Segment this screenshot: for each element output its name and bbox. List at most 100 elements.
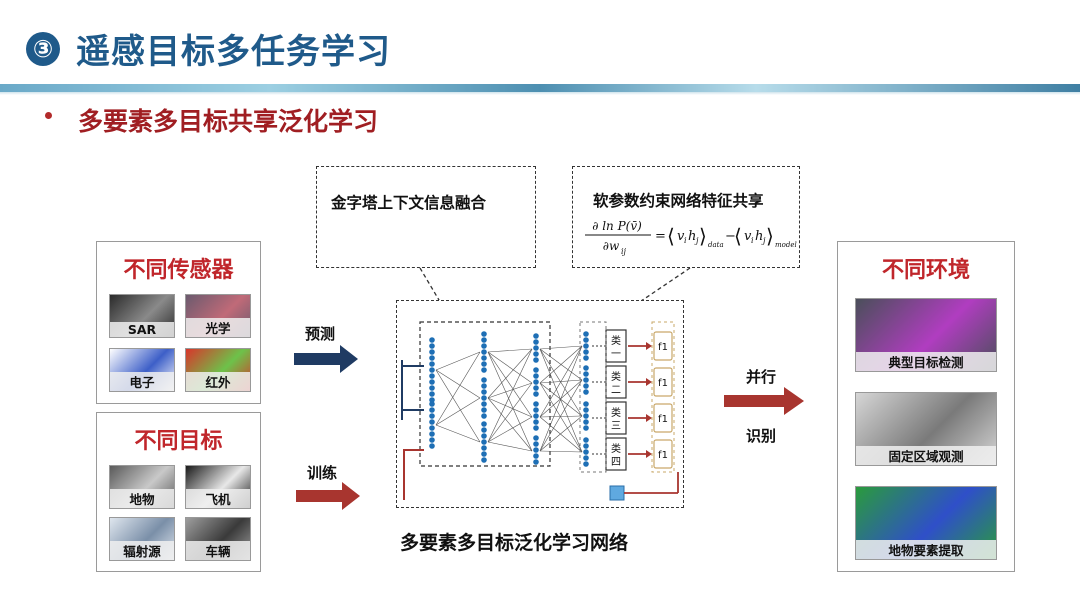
network-edge [539,382,583,417]
network-node [533,447,539,453]
soft-param-annotation-box: 软参数约束网络特征共享 ∂ ln P(v̄) ∂w ij = ⟨ v i h j… [572,166,800,268]
network-node [533,401,539,407]
output-arrowhead [646,378,652,386]
network-node [481,427,487,433]
soft-param-annotation-title: 软参数约束网络特征共享 [593,192,764,210]
network-node [429,407,435,413]
class-label: 类 [611,370,621,383]
input-bracket [401,360,424,420]
thumb-label-observation: 固定区域观测 [856,446,996,465]
network-node [533,391,539,397]
network-node [583,365,589,371]
network-edge [435,424,481,443]
network-node [429,379,435,385]
network-node [481,433,487,439]
network-node [583,355,589,361]
targets-panel-title: 不同目标 [134,429,223,454]
network-node [481,413,487,419]
network-edge [435,369,481,443]
network-edge [487,382,533,443]
svg-text:⟩: ⟩ [699,224,707,248]
network-edge [487,351,533,384]
network-node [583,449,589,455]
output-box [653,331,673,361]
network-node [429,425,435,431]
formula-numerator: ∂ ln P(v̄) [592,219,642,233]
constraint-cube [609,485,625,501]
section-number-badge: ③ [26,32,60,66]
network-edge [539,382,583,453]
network-node [481,383,487,389]
network-node [533,333,539,339]
network-node [533,367,539,373]
svg-text:⟩: ⟩ [766,224,774,248]
network-node [481,331,487,337]
output-box [653,367,673,397]
network-node [583,377,589,383]
network-edge [539,348,583,417]
network-edge [435,351,481,371]
detection-thumbnail: 典型目标检测 [855,298,997,372]
class-label: 类 [611,442,621,455]
formula-h2-sub: j [761,236,766,245]
energy-gradient-formula: ∂ ln P(v̄) ∂w ij = ⟨ v i h j ⟩ data − ⟨ … [585,219,797,256]
thumb-label-emitter: 辐射源 [110,541,174,560]
output-label: f1 [658,414,668,425]
recognize-label: 识别 [746,427,777,445]
network-node [533,441,539,447]
network-node [583,401,589,407]
network-node [583,337,589,343]
thumb-label-terrain: 地物 [110,489,174,508]
network-node [533,379,539,385]
network-edge [487,416,533,443]
network-edge [539,450,583,453]
observation-thumbnail: 固定区域观测 [855,392,997,466]
formula-v2: v [744,229,752,244]
header-band [0,84,1080,92]
thumb-label-electronic: 电子 [110,372,174,391]
network-node [429,443,435,449]
network-node [583,407,589,413]
network-edge [435,397,481,426]
formula-denominator-sub: ij [621,247,627,256]
class-label: 一 [611,349,621,360]
network-node [429,391,435,397]
thumb-label-infrared: 红外 [186,372,250,391]
thumb-label-detection: 典型目标检测 [856,352,996,371]
class-group-frame [579,321,607,473]
network-edge [487,382,533,399]
output-arrowhead [646,342,652,350]
network-node [429,361,435,367]
network-edge [539,379,583,452]
network-node [533,339,539,345]
output-arrowhead [646,450,652,458]
network-edge [539,415,583,452]
network-node [583,383,589,389]
optical-thumbnail: 光学 [185,294,251,338]
formula-minus: − [725,229,736,244]
network-node [533,385,539,391]
network-node [583,455,589,461]
network-node [481,349,487,355]
formula-model-sub: model [775,241,797,249]
pyramid-annotation-title: 金字塔上下文信息融合 [331,194,487,212]
class-label: 二 [611,385,621,396]
network-node [583,425,589,431]
network-edge [487,351,533,418]
emitter-thumbnail: 辐射源 [109,517,175,561]
network-node [481,401,487,407]
network-edge [539,348,583,453]
network-frame [396,300,684,508]
class-label: 类 [611,334,621,347]
formula-equals: = [655,229,666,244]
network-node [533,425,539,431]
network-edge [539,345,583,350]
network-node [481,343,487,349]
network-node [533,419,539,425]
network-edge [539,345,583,418]
vehicle-thumbnail: 车辆 [185,517,251,561]
network-node [429,337,435,343]
network-node [583,419,589,425]
predict-label: 预测 [305,325,336,343]
